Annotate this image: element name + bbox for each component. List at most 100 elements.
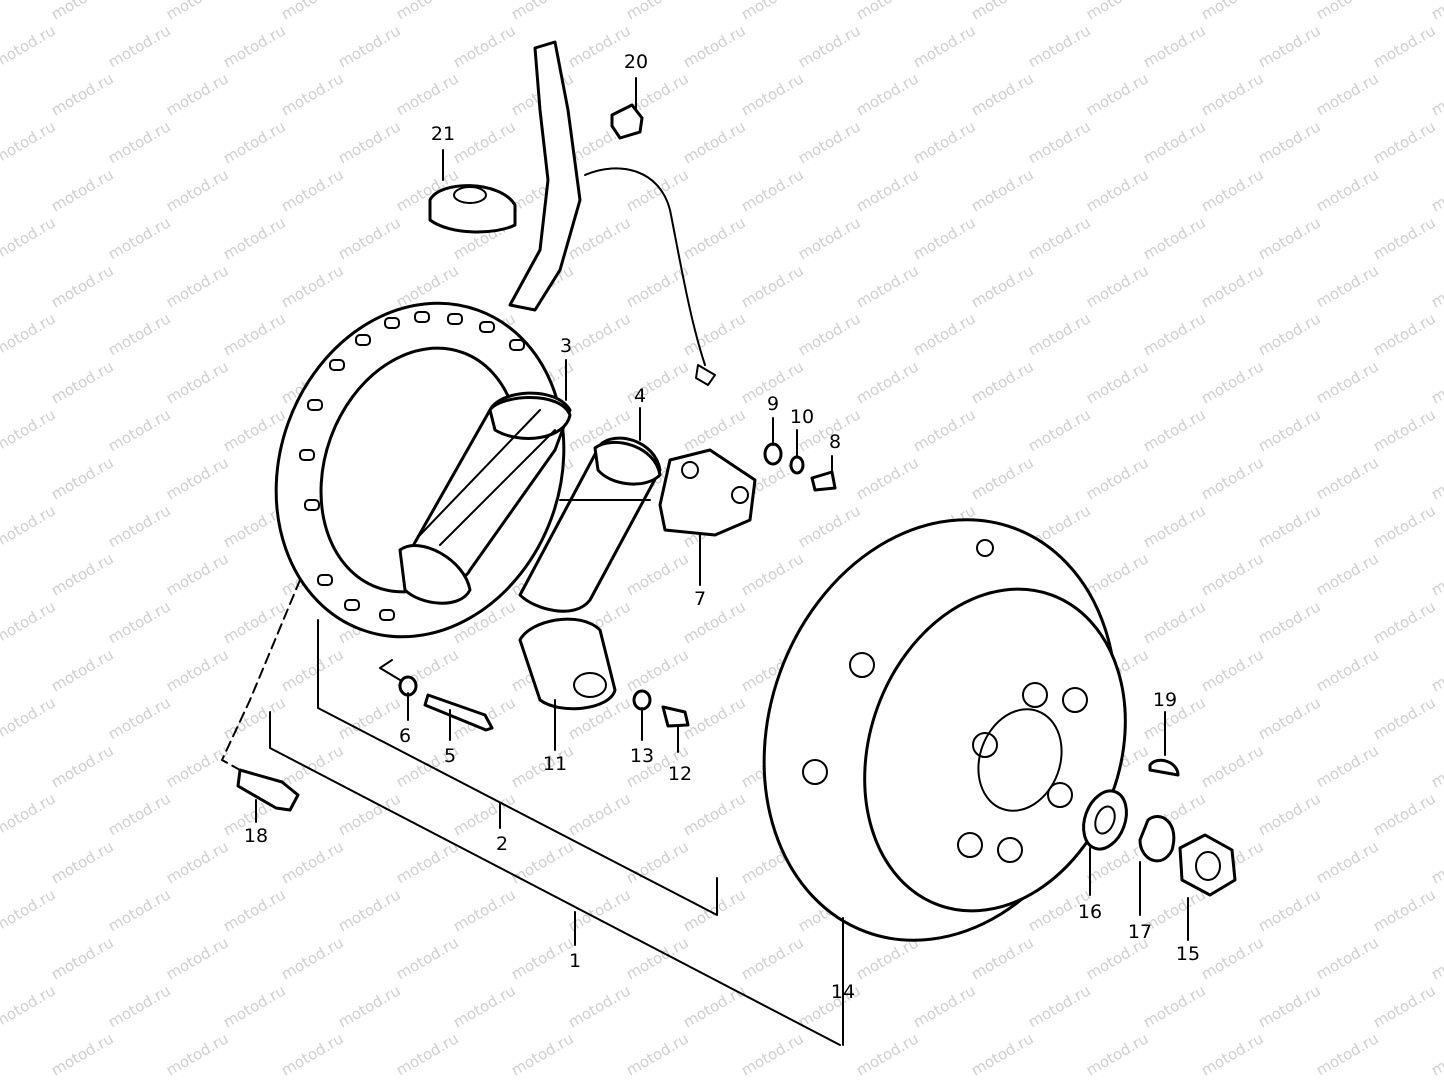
watermark-text: motod.ru [1313,453,1382,503]
watermark-text: motod.ru [565,789,634,839]
watermark-text: motod.ru [0,885,59,935]
callout-6: 6 [399,725,411,747]
watermark-text: motod.ru [1255,405,1324,455]
watermark-text: motod.ru [48,261,117,311]
watermark-text: motod.ru [105,405,174,455]
watermark-text: motod.ru [1313,1029,1382,1079]
watermark-text: motod.ru [1370,501,1439,551]
watermark-text: motod.ru [1370,981,1439,1031]
watermark-text: motod.ru [680,693,749,743]
callout-8: 8 [829,431,841,453]
watermark-text: motod.ru [220,693,289,743]
watermark-text: motod.ru [738,165,807,215]
watermark-text: motod.ru [623,837,692,887]
watermark-text: motod.ru [105,789,174,839]
watermark-text: motod.ru [738,69,807,119]
watermark-text: motod.ru [0,453,2,503]
watermark-text: motod.ru [163,69,232,119]
coil-4 [518,436,662,613]
watermark-text: motod.ru [278,645,347,695]
watermark-text: motod.ru [335,117,404,167]
callout-15: 15 [1176,943,1200,965]
watermark-text: motod.ru [163,165,232,215]
watermark-text: motod.ru [1083,165,1152,215]
watermark-text: motod.ru [1025,309,1094,359]
watermark-text: motod.ru [1313,261,1382,311]
watermark-text: motod.ru [1428,165,1444,215]
callout-17: 17 [1128,921,1152,943]
watermark-text: motod.ru [1198,69,1267,119]
grommet-21 [428,184,517,234]
watermark-text: motod.ru [680,309,749,359]
watermark-text: motod.ru [1370,21,1439,71]
watermark-text: motod.ru [795,117,864,167]
watermark-text: motod.ru [0,21,59,71]
watermark-text: motod.ru [1313,645,1382,695]
watermark-text: motod.ru [220,885,289,935]
watermark-text: motod.ru [0,309,59,359]
watermark-text: motod.ru [1428,261,1444,311]
watermark-text: motod.ru [0,597,59,647]
watermark-text: motod.ru [910,309,979,359]
watermark-text: motod.ru [105,597,174,647]
watermark-text: motod.ru [0,501,59,551]
watermark-text: motod.ru [1083,0,1152,23]
watermark-text: motod.ru [795,21,864,71]
watermark-text: motod.ru [853,453,922,503]
watermark-text: motod.ru [450,117,519,167]
watermark-text: motod.ru [853,357,922,407]
watermark-text: motod.ru [48,645,117,695]
watermark-text: motod.ru [278,933,347,983]
callout-5: 5 [444,745,456,767]
watermark-text: motod.ru [1428,69,1444,119]
watermark-text: motod.ru [968,165,1037,215]
watermark-text: motod.ru [278,1029,347,1079]
watermark-text: motod.ru [0,261,2,311]
watermark-text: motod.ru [105,693,174,743]
watermark-text: motod.ru [623,1029,692,1079]
watermark-text: motod.ru [680,597,749,647]
watermark-text: motod.ru [335,21,404,71]
watermark-text: motod.ru [795,309,864,359]
watermark-text: motod.ru [1083,261,1152,311]
watermark-text: motod.ru [1428,549,1444,599]
watermark-text: motod.ru [163,261,232,311]
watermark-text: motod.ru [1255,213,1324,263]
watermark-text: motod.ru [1198,357,1267,407]
watermark-text: motod.ru [278,165,347,215]
watermark-text: motod.ru [623,165,692,215]
watermark-text: motod.ru [738,261,807,311]
watermark-text: motod.ru [1255,981,1324,1031]
watermark-text: motod.ru [335,789,404,839]
watermark-text: motod.ru [335,981,404,1031]
watermark-text: motod.ru [968,261,1037,311]
watermark-text: motod.ru [163,837,232,887]
watermark-text: motod.ru [508,1029,577,1079]
watermark-text: motod.ru [1313,741,1382,791]
watermark-text: motod.ru [1428,0,1444,23]
watermark-text: motod.ru [48,741,117,791]
watermark-text: motod.ru [910,213,979,263]
callout-9: 9 [767,393,779,415]
watermark-text: motod.ru [680,21,749,71]
watermark-text: motod.ru [48,453,117,503]
wire-harness [508,40,716,386]
watermark-text: motod.ru [163,1029,232,1079]
callout-4: 4 [634,385,646,407]
watermark-text: motod.ru [105,309,174,359]
watermark-text: motod.ru [968,1029,1037,1079]
watermark-text: motod.ru [450,885,519,935]
watermark-text: motod.ru [163,357,232,407]
watermark-text: motod.ru [105,885,174,935]
watermark-text: motod.ru [0,549,2,599]
watermark-text: motod.ru [163,741,232,791]
watermark-text: motod.ru [795,501,864,551]
watermark-text: motod.ru [508,837,577,887]
watermark-text: motod.ru [1083,69,1152,119]
watermark-text: motod.ru [1370,309,1439,359]
watermark-text: motod.ru [105,21,174,71]
watermark-text: motod.ru [1025,21,1094,71]
watermark-text: motod.ru [335,885,404,935]
watermark-text: motod.ru [278,837,347,887]
watermark-text: motod.ru [0,693,59,743]
